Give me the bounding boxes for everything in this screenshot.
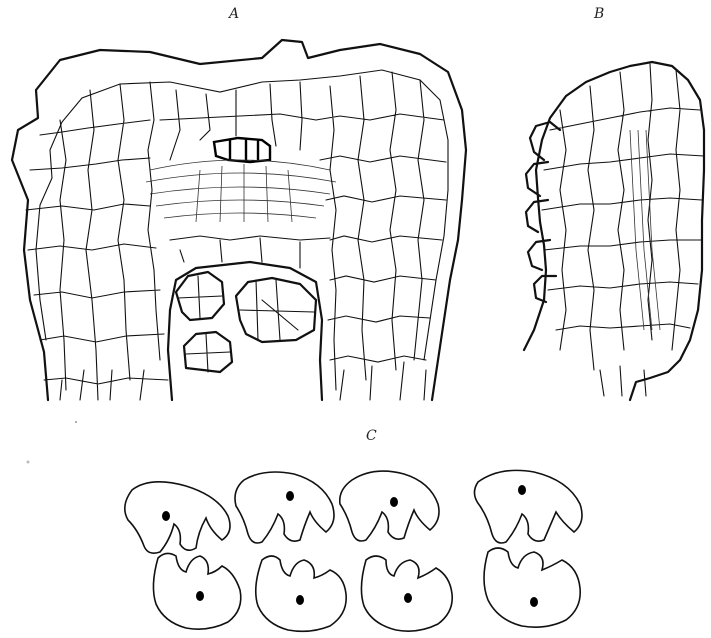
cell-bottom-4	[484, 548, 580, 627]
panel-b-section	[524, 62, 704, 400]
cell-bottom-2	[256, 556, 346, 631]
speck	[75, 421, 77, 423]
cell-bottom-1	[153, 553, 240, 629]
cell-top-2	[235, 472, 334, 543]
speck	[27, 461, 30, 464]
cell-top-1	[125, 482, 230, 553]
cell-top-4	[474, 470, 582, 543]
panel-c-cells	[125, 470, 582, 631]
panel-a-section	[12, 40, 466, 400]
cell-top-3	[340, 471, 439, 541]
